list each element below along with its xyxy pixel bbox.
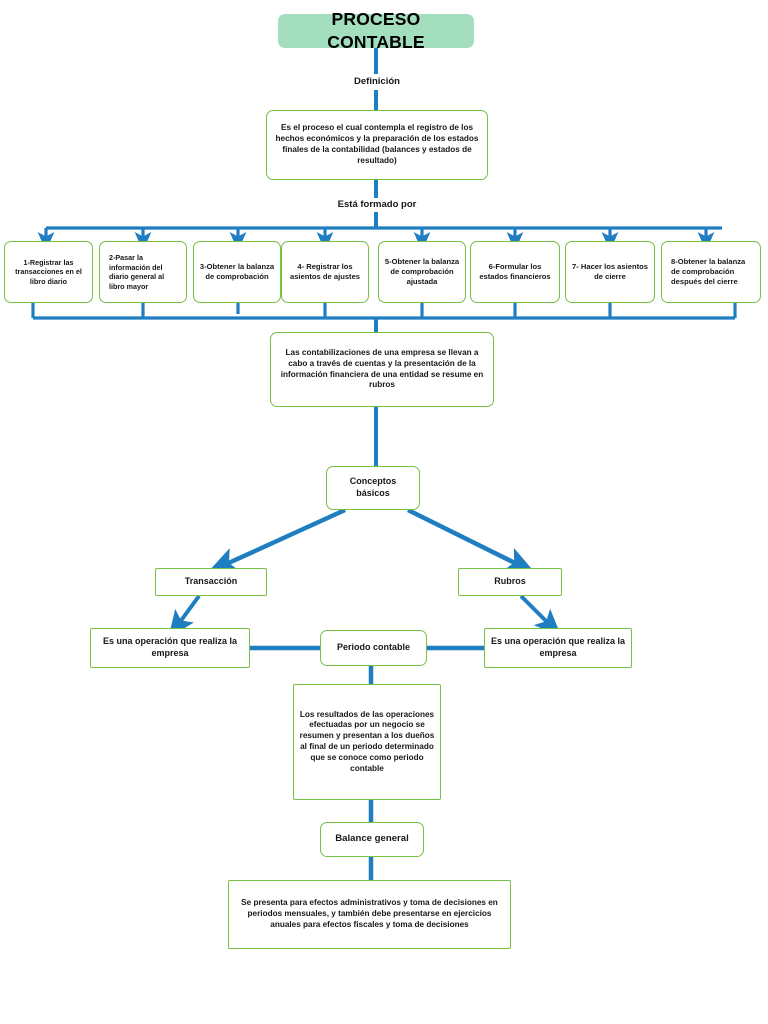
contabilizaciones-node[interactable]: Las contabilizaciones de una empresa se …	[270, 332, 494, 407]
balance-definition-node[interactable]: Se presenta para efectos administrativos…	[228, 880, 511, 949]
transaccion-label: Transacción	[184, 576, 238, 587]
definition-label: Es el proceso el cual contempla el regis…	[275, 123, 479, 165]
step-node-2[interactable]: 2-Pasar la información del diario genera…	[99, 241, 187, 303]
rubros-definition-label: Es una operación que realiza la empresa	[490, 636, 626, 658]
step-label: 6-Formular los estados financieros	[479, 261, 551, 281]
periodo-contable-node[interactable]: Periodo contable	[320, 630, 427, 666]
transaccion-definition-node[interactable]: Es una operación que realiza la empresa	[90, 628, 250, 668]
step-node-7[interactable]: 7- Hacer los asientos de cierre	[565, 241, 655, 303]
step-node-5[interactable]: 5-Obtener la balanza de comprobación aju…	[378, 241, 466, 303]
step-label: 1-Registrar las transacciones en el libr…	[15, 257, 82, 286]
edge-label-esta-formado-por: Está formado por	[332, 199, 422, 210]
title-label: PROCESO CONTABLE	[327, 8, 425, 52]
resultados-label: Los resultados de las operaciones efectu…	[299, 709, 435, 773]
contabilizaciones-label: Las contabilizaciones de una empresa se …	[280, 347, 484, 390]
rubros-label: Rubros	[494, 576, 526, 587]
balance-definition-label: Se presenta para efectos administrativos…	[241, 898, 498, 929]
step-label: 7- Hacer los asientos de cierre	[572, 261, 648, 281]
step-node-1[interactable]: 1-Registrar las transacciones en el libr…	[4, 241, 93, 303]
step-label: 2-Pasar la información del diario genera…	[109, 253, 165, 291]
edge-label-definicion: Definición	[348, 76, 406, 87]
balance-general-label: Balance general	[335, 833, 409, 845]
step-label: 4- Registrar los asientos de ajustes	[289, 261, 361, 281]
transaccion-definition-label: Es una operación que realiza la empresa	[102, 636, 238, 658]
step-node-8[interactable]: 8-Obtener la balanza de comprobación des…	[661, 241, 761, 303]
step-node-3[interactable]: 3-Obtener la balanza de comprobación	[193, 241, 281, 303]
conceptos-basicos-label: Conceptos básicos	[349, 476, 397, 498]
conceptos-basicos-node[interactable]: Conceptos básicos	[326, 466, 420, 510]
rubros-node[interactable]: Rubros	[458, 568, 562, 596]
balance-general-node[interactable]: Balance general	[320, 822, 424, 857]
step-label: 8-Obtener la balanza de comprobación des…	[671, 256, 746, 286]
step-label: 5-Obtener la balanza de comprobación aju…	[384, 256, 460, 286]
resultados-node[interactable]: Los resultados de las operaciones efectu…	[293, 684, 441, 800]
step-node-4[interactable]: 4- Registrar los asientos de ajustes	[281, 241, 369, 303]
step-label: 3-Obtener la balanza de comprobación	[199, 261, 275, 281]
step-node-6[interactable]: 6-Formular los estados financieros	[470, 241, 560, 303]
definition-node[interactable]: Es el proceso el cual contempla el regis…	[266, 110, 488, 180]
periodo-contable-label: Periodo contable	[336, 642, 410, 653]
rubros-definition-node[interactable]: Es una operación que realiza la empresa	[484, 628, 632, 668]
transaccion-node[interactable]: Transacción	[155, 568, 267, 596]
title-node[interactable]: PROCESO CONTABLE	[278, 9, 474, 52]
